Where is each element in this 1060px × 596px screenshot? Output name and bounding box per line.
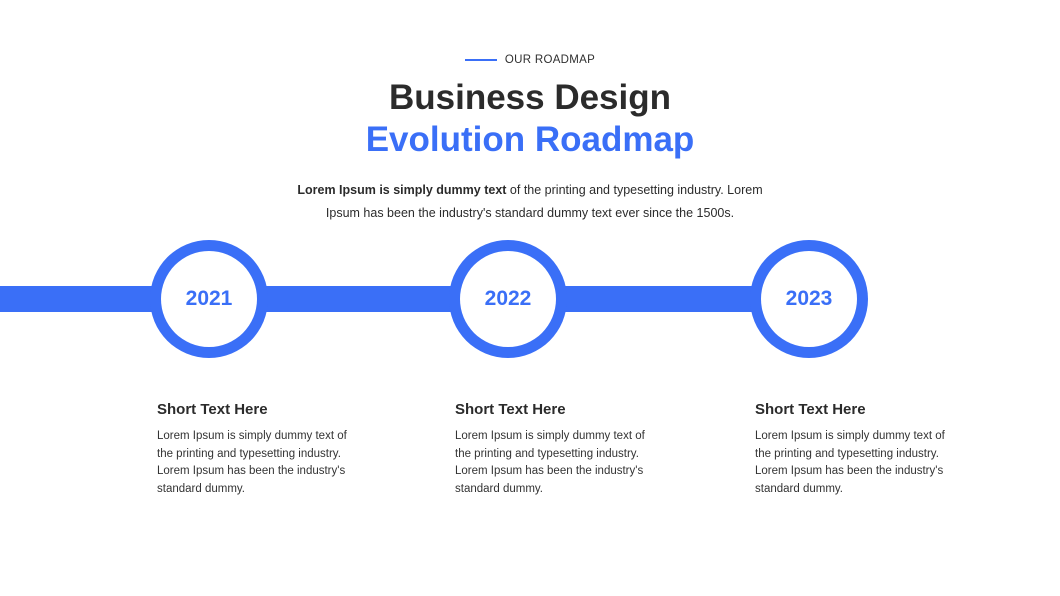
intro-paragraph: Lorem Ipsum is simply dummy text of the … — [240, 179, 820, 225]
timeline-track — [0, 286, 810, 312]
intro-line2-text: Ipsum has been the industry's standard d… — [325, 206, 735, 220]
milestone-node-2021: 2021 — [150, 240, 268, 358]
section-eyebrow: OUR ROADMAP — [0, 54, 1060, 66]
title-line-2: Evolution Roadmap — [365, 120, 695, 159]
milestone-body: Lorem Ipsum is simply dummy text of the … — [157, 430, 347, 495]
milestone-body: Lorem Ipsum is simply dummy text of the … — [455, 430, 645, 495]
milestone-heading: Short Text Here — [455, 401, 566, 418]
milestone-heading: Short Text Here — [755, 401, 866, 418]
milestone-body: Lorem Ipsum is simply dummy text of the … — [755, 430, 945, 495]
milestone-node-2023: 2023 — [750, 240, 868, 358]
intro-line1-text: of the printing and typesetting industry… — [506, 183, 763, 197]
milestone-card-2023: Short Text Here Lorem Ipsum is simply du… — [755, 400, 955, 498]
title-line-1: Business Design — [388, 78, 672, 117]
milestone-year-2021: 2021 — [161, 251, 257, 347]
milestone-card-2022: Short Text Here Lorem Ipsum is simply du… — [455, 400, 655, 498]
intro-bold-text: Lorem Ipsum is simply dummy text — [297, 183, 507, 197]
milestone-heading: Short Text Here — [157, 401, 268, 418]
eyebrow-label: OUR ROADMAP — [504, 54, 596, 66]
milestone-card-2021: Short Text Here Lorem Ipsum is simply du… — [157, 400, 357, 498]
eyebrow-rule — [464, 59, 497, 61]
milestone-year-2023: 2023 — [761, 251, 857, 347]
milestone-node-2022: 2022 — [449, 240, 567, 358]
milestone-year-2022: 2022 — [460, 251, 556, 347]
